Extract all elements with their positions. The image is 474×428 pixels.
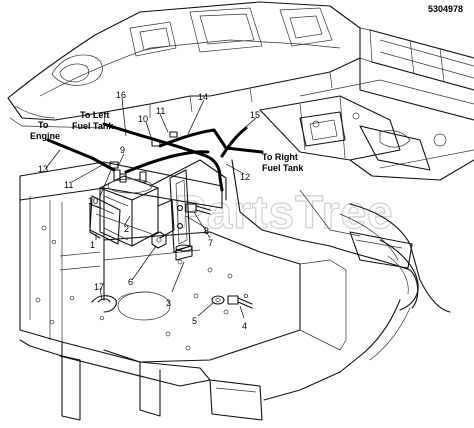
hose-clamp-icon [91, 295, 117, 313]
callout-numbers: 1 2 3 4 5 6 7 8 9 10 10 11 11 12 13 14 1… [38, 90, 260, 331]
nut-icon [151, 231, 167, 249]
label-to-right-tank-1: To Right [262, 152, 298, 162]
callout-12: 12 [240, 172, 250, 182]
watermark: PartsTree [175, 186, 394, 238]
callout-7: 7 [208, 238, 213, 248]
callout-5: 5 [192, 316, 197, 326]
callout-10-upper: 10 [138, 114, 148, 124]
leader-lines [45, 97, 257, 319]
label-to-engine-1: To [38, 120, 49, 130]
spacer [175, 244, 193, 261]
callout-10-lower: 10 [88, 196, 98, 206]
callout-3: 3 [166, 298, 171, 308]
label-to-left-tank-2: Fuel Tank [72, 121, 114, 131]
direction-labels: To Engine To Left Fuel Tank To Right Fue… [30, 110, 304, 173]
charcoal-canister [99, 169, 159, 247]
callout-14: 14 [198, 92, 208, 102]
callout-15: 15 [250, 110, 260, 120]
callout-8: 8 [204, 226, 209, 236]
callout-9: 9 [120, 145, 125, 155]
label-to-engine-2: Engine [30, 131, 60, 141]
bolt-icon [227, 295, 253, 309]
washer-icon [211, 295, 225, 305]
part-number: 5304978 [428, 4, 463, 14]
callout-11-lower: 11 [64, 180, 73, 190]
callout-11-upper: 11 [156, 106, 165, 116]
callout-4: 4 [242, 321, 247, 331]
callout-1: 1 [90, 240, 95, 250]
frame-artwork [7, 1, 474, 421]
callout-2: 2 [124, 224, 129, 234]
bolt-icon [185, 203, 211, 215]
label-to-left-tank-1: To Left [80, 110, 109, 120]
callout-17: 17 [94, 282, 104, 292]
fuel-hoses [46, 122, 264, 192]
canister-strap [89, 199, 175, 239]
callout-16: 16 [116, 90, 126, 100]
callout-13: 13 [38, 164, 48, 174]
label-to-right-tank-2: Fuel Tank [262, 163, 304, 173]
callout-6: 6 [128, 277, 133, 287]
